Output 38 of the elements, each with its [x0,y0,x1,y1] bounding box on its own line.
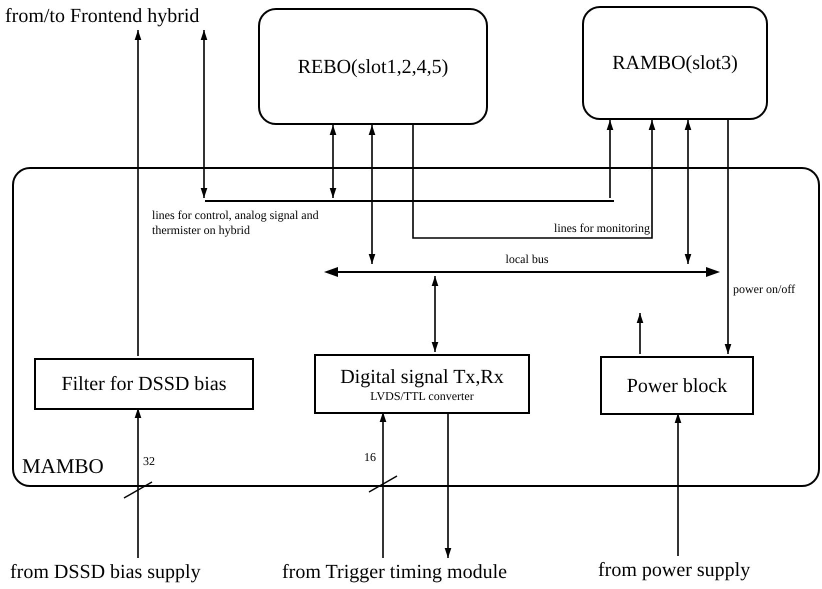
box-title: Power block [626,374,728,398]
endpoint-label: from Trigger timing module [282,558,572,586]
board-box [258,8,488,125]
module-board [12,167,820,487]
block-box [314,354,530,414]
box-title: RAMBO(slot3) [612,51,738,75]
arrow [368,125,376,264]
arrow [606,120,614,198]
arrow [674,413,682,556]
arrow [200,30,208,198]
block-box [34,358,254,410]
edge-label: 32 [143,454,156,469]
board-box [582,6,768,120]
arrow [330,125,336,198]
bus-label: local bus [504,252,550,267]
bus-label: lines for control, analog signal and thermister on hybrid [152,208,320,238]
endpoint-label: from/to Frontend hybrid [5,2,260,30]
block-box [600,356,754,415]
box-title: Digital signal Tx,Rx [340,365,504,389]
endpoint-label: from DSSD bias supply [10,558,260,586]
arrow [684,120,692,264]
arrow [380,412,386,558]
board-label: MAMBO [22,453,104,480]
edge-label: power on/off [733,282,796,297]
bus-line [324,266,720,278]
endpoint-label: from power supply [598,556,818,584]
arrow [444,412,452,558]
edge-label: 16 [363,450,376,465]
arrow [412,120,656,239]
arrow [636,313,644,354]
arrow [724,120,732,354]
arrow [432,276,438,352]
box-title: Filter for DSSD bias [62,372,226,396]
box-subtitle: LVDS/TTL converter [370,389,474,403]
arrow [134,30,142,356]
signal-line [205,200,614,202]
arrow [134,408,142,558]
box-title: REBO(slot1,2,4,5) [298,54,448,78]
